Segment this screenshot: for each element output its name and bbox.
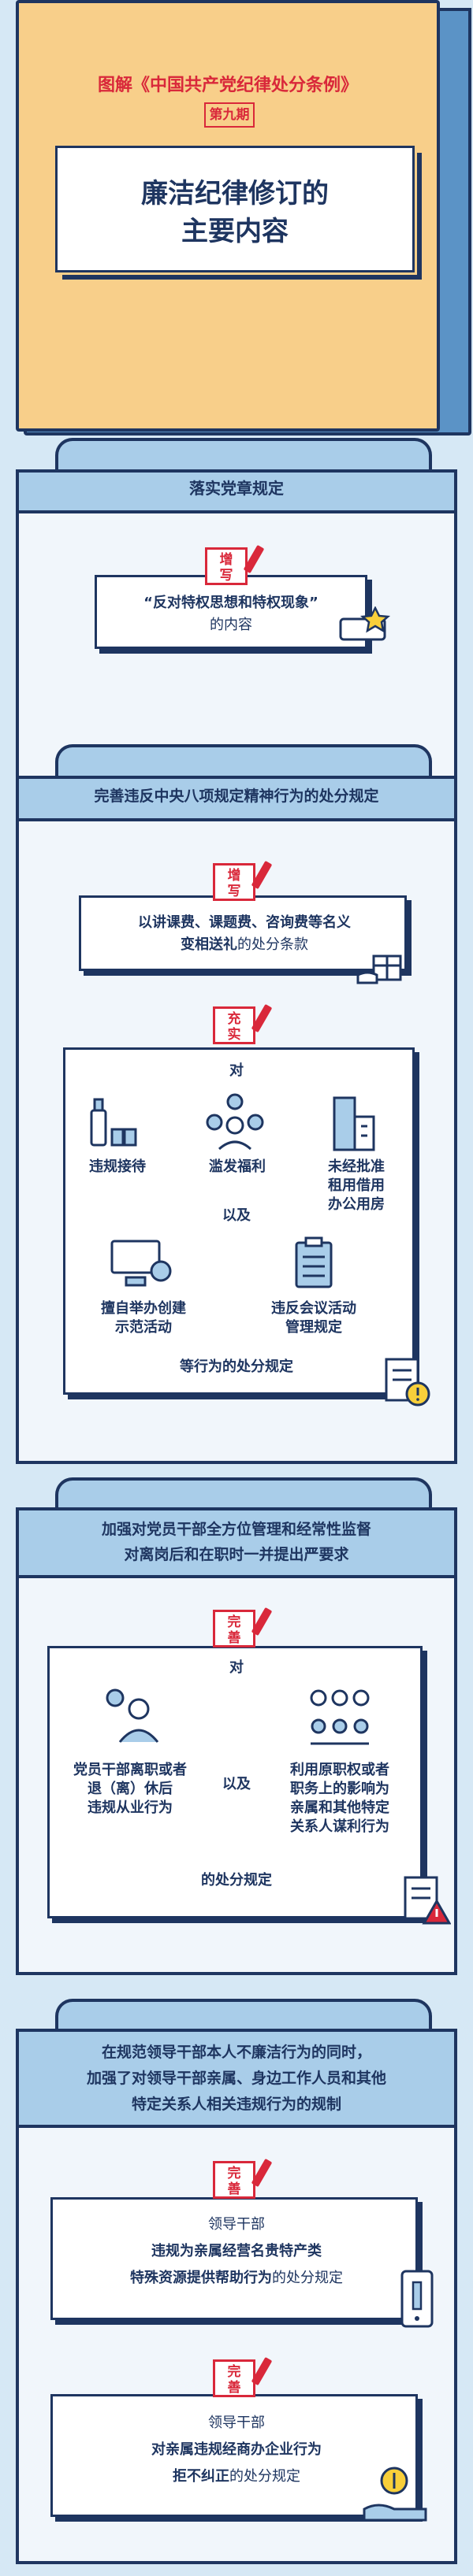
item-huiyiguanli: 违反会议活动管理规定 [271, 1300, 356, 1336]
relations-chain-icon [304, 1685, 375, 1748]
section1-title: 落实党章规定 [189, 479, 284, 498]
welfare-icon [203, 1091, 266, 1154]
item-moulixingwei: 利用原职权或者职务上的影响为亲属和其他特定关系人谋利行为 [290, 1762, 389, 1835]
badge-zengxie-2: 增写 [213, 860, 273, 901]
section1-text: “反对特权思想和特权现象” 的内容 [143, 595, 318, 633]
badge-chongshi: 充实 [213, 1003, 273, 1044]
item-chuangjianshifan: 擅自举办创建示范活动 [101, 1300, 186, 1336]
money-hand-icon [359, 2463, 430, 2526]
badge-wanshan-2: 完善 [213, 2158, 273, 2199]
series-title: 图解《中国共产党纪律处分条例》 [97, 76, 358, 95]
retired-cadre-icon [102, 1685, 162, 1748]
section2-footer: 等行为的处分规定 [180, 1358, 293, 1375]
computer-icon [107, 1236, 175, 1292]
main-title-box [55, 146, 422, 280]
badge-zengxie: 增写 [205, 544, 265, 585]
section4-box1 [50, 2197, 418, 2320]
dui-label: 对 [229, 1062, 244, 1079]
badge-wanshan-3: 完善 [213, 2356, 273, 2397]
section3-title: 加强对党员干部全方位管理和经常性监督对离岗后和在职时一并提出严要求 [101, 1521, 371, 1563]
main-title: 廉洁纪律修订的 主要内容 [141, 178, 329, 247]
section4-title: 在规范领导干部本人不廉洁行为的同时，加强了对领导干部亲属、身边工作人员和其他特定… [86, 2044, 386, 2113]
section2-text1: 以讲课费、课题费、咨询费等名义 变相送礼的处分条款 [138, 914, 351, 953]
dui-label-2: 对 [229, 1659, 244, 1676]
alert-doc-icon [402, 1874, 452, 1926]
warning-doc-icon [383, 1356, 432, 1408]
section3-footer: 的处分规定 [201, 1872, 272, 1888]
item-weiguicongye: 党员干部离职或者退（离）休后违规从业行为 [73, 1762, 187, 1816]
badge-wanshan: 完善 [213, 1607, 273, 1648]
section4-text2: 领导干部 对亲属违规经商办企业行为 拒不纠正的处分规定 [151, 2415, 322, 2485]
section1-box [95, 575, 367, 649]
section2-title: 完善违反中央八项规定精神行为的处分规定 [94, 788, 379, 805]
clipboard-icon [290, 1236, 337, 1292]
crown-icon [334, 606, 393, 641]
item-weiguijiedai: 违规接待 [89, 1158, 146, 1175]
section4-text1: 领导干部 违规为亲属经营名贵特产类 特殊资源提供帮助行为的处分规定 [130, 2216, 343, 2286]
item-lanfafuli: 滥发福利 [209, 1158, 266, 1175]
issue-badge: 第九期 [204, 102, 255, 128]
wine-icon [84, 1095, 137, 1150]
building-icon [326, 1093, 382, 1155]
yiji-label-2: 以及 [222, 1776, 251, 1792]
item-bangongyongfang: 未经批准租用借用办公用房 [328, 1158, 385, 1213]
phone-icon [399, 2268, 437, 2331]
yiji-label: 以及 [222, 1207, 251, 1224]
gift-icon [356, 951, 407, 986]
section4-box2 [50, 2394, 418, 2517]
